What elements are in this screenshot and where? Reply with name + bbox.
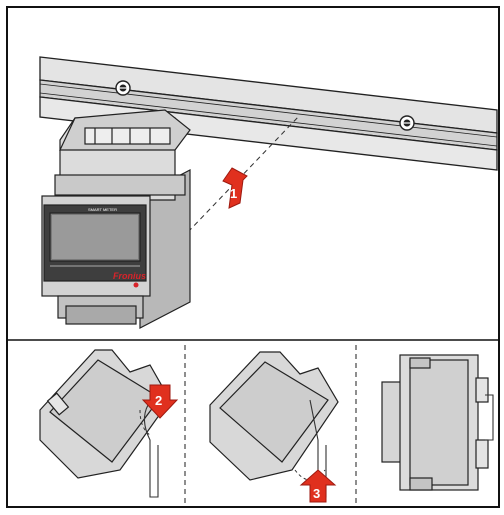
rail-profile-left — [143, 404, 159, 498]
rail-screw-right-icon — [399, 115, 415, 131]
step-2-number: 2 — [155, 393, 162, 408]
step-1-arrow-icon — [222, 167, 248, 209]
step-3-arrow-icon — [299, 469, 337, 503]
step-2-arrow-icon — [141, 384, 179, 419]
rail-profile-right — [485, 394, 494, 441]
motion-path-2 — [139, 409, 151, 436]
step-3-number: 3 — [313, 486, 320, 501]
fronius-logo: Fronius — [113, 271, 146, 281]
rail-screw-left-icon — [115, 80, 131, 96]
meter-tilted-clipped-view — [209, 351, 339, 481]
device-label: SMART METER — [88, 207, 117, 212]
meter-tilted-side-view — [39, 349, 171, 479]
smart-meter-device — [41, 109, 191, 329]
step-1-number: 1 — [230, 186, 237, 201]
meter-mounted-side-view — [381, 354, 489, 491]
